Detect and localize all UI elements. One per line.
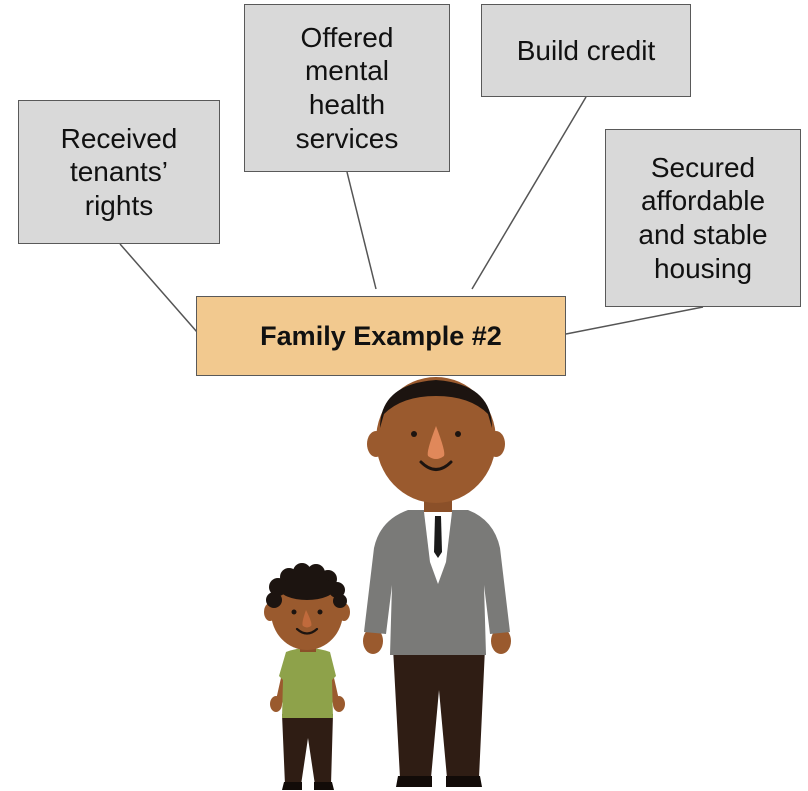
child-left-hand (270, 696, 282, 712)
man-right-eye (455, 431, 461, 437)
man-hair-top (402, 384, 470, 392)
node-line: Received (60, 122, 178, 154)
node-line: Build credit (516, 34, 656, 66)
child-left-eye (291, 609, 297, 615)
child-legs (282, 714, 333, 785)
center-label: Family Example #2 (260, 320, 502, 351)
connector-line (119, 243, 198, 333)
man-hair (380, 380, 492, 428)
node-line: mental (304, 55, 390, 87)
node-line: health (308, 89, 386, 120)
node-line: affordable (640, 185, 766, 217)
node-line: tenants’ (69, 156, 169, 188)
node-line: and stable (638, 219, 768, 250)
man-shoes (396, 776, 482, 787)
child-right-hand (333, 696, 345, 712)
man-mouth (419, 460, 453, 471)
adult-man-figure (363, 377, 511, 787)
man-trousers (393, 648, 485, 778)
child-shoes (282, 782, 334, 790)
child-right-eye (317, 609, 323, 615)
center-node-family-example: Family Example #2 (196, 296, 566, 376)
man-tie (434, 516, 442, 558)
node-line: housing (653, 252, 753, 284)
node-offered-mental-health-services: Offered mental health services (244, 4, 450, 172)
node-line: Offered (300, 21, 394, 53)
man-nose (427, 426, 445, 459)
child-nose (302, 610, 312, 628)
connector-line (565, 306, 704, 335)
man-jacket (364, 510, 510, 655)
node-line: Secured (650, 151, 756, 183)
man-right-hand (491, 628, 511, 654)
connector-line (471, 96, 587, 290)
child-mouth (295, 627, 319, 635)
man-left-hand (363, 628, 383, 654)
node-line: services (295, 122, 399, 154)
man-left-eye (411, 431, 417, 437)
node-line: rights (84, 189, 154, 221)
child-curly-hair (266, 563, 347, 608)
node-received-tenants-rights: Received tenants’ rights (18, 100, 220, 244)
node-build-credit: Build credit (481, 4, 691, 97)
child-shirt (279, 648, 336, 718)
node-secured-affordable-housing: Secured affordable and stable housing (605, 129, 801, 307)
child-figure (264, 563, 350, 790)
connector-line (346, 171, 377, 290)
